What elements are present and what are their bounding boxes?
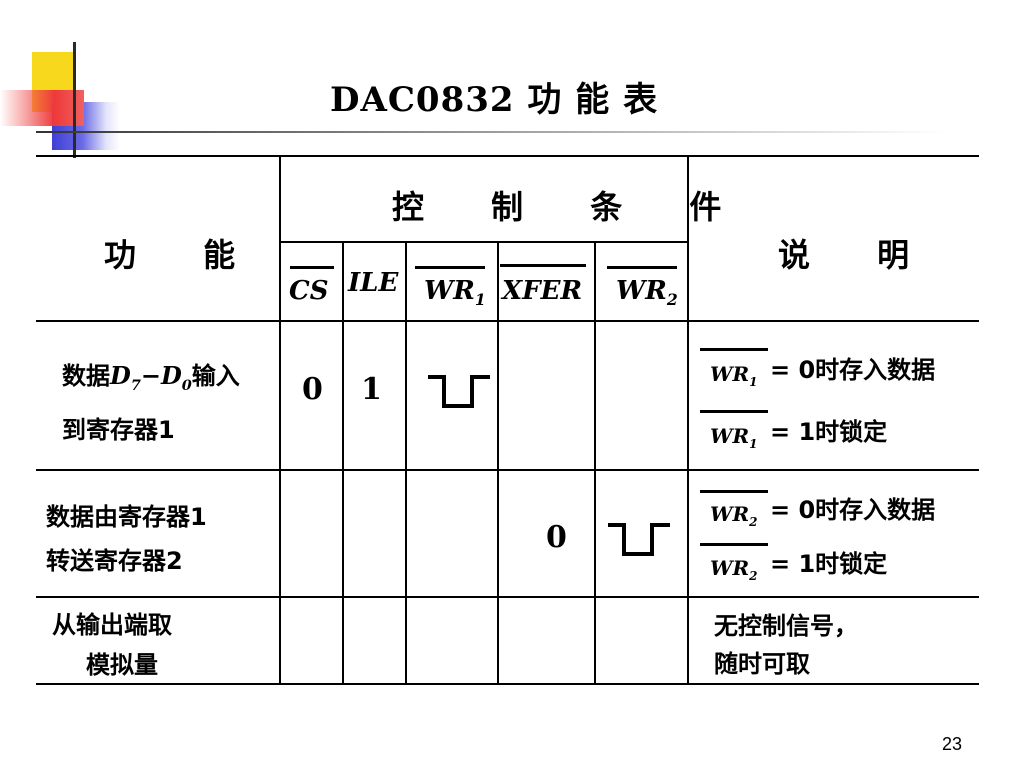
decor-horizontal-line [36, 131, 946, 133]
header-description: 说 明 [778, 236, 938, 274]
col-divider-wr1 [497, 241, 499, 684]
row2-note1-signal: WR2 [710, 502, 758, 529]
col-divider-function [279, 155, 281, 684]
col-divider-xfer [594, 241, 596, 684]
row2-note1-text: = 0时存入数据 [770, 496, 936, 524]
cs-overbar [290, 266, 334, 269]
row3-function: 从输出端取 模拟量 [52, 611, 172, 679]
row2-xfer-value: 0 [546, 520, 567, 555]
header-signal-wr1: WR1 [424, 276, 486, 310]
row1-wr1-pulse-icon [428, 375, 490, 408]
row1-bottom-border [36, 469, 979, 471]
row2-function: 数据由寄存器1 转送寄存器2 [46, 503, 207, 575]
header-signal-xfer: XFER [502, 276, 583, 306]
row1-note2-overbar [700, 410, 768, 413]
row2-note2-overbar [700, 543, 768, 546]
row1-ile-value: 1 [361, 372, 382, 407]
row2-note2-signal: WR2 [710, 556, 758, 583]
row1-function: 数据D7−D0输入 到寄存器1 [62, 361, 240, 444]
header-signal-wr2: WR2 [616, 276, 678, 310]
header-signal-cs: CS [289, 276, 329, 306]
header-signal-ile: ILE [348, 268, 399, 298]
row1-note1-text: = 0时存入数据 [770, 356, 936, 384]
wr2-overbar [607, 266, 677, 269]
header-control-conditions: 控 制 条 件 [392, 188, 750, 226]
header-bottom-border [36, 320, 979, 322]
control-header-divider [280, 241, 688, 243]
table-top-border [36, 155, 979, 157]
row1-cs-value: 0 [302, 372, 323, 407]
col-divider-cs [342, 241, 344, 684]
page-number: 23 [941, 734, 962, 754]
row1-note2-text: = 1时锁定 [770, 418, 888, 446]
decor-vertical-line [73, 42, 76, 158]
page-title: DAC0832 功 能 表 [330, 80, 659, 120]
row1-note1-overbar [700, 348, 768, 351]
header-function: 功 能 [104, 236, 264, 274]
row2-wr2-pulse-icon [608, 523, 670, 556]
row2-bottom-border [36, 596, 979, 598]
col-divider-ile [405, 241, 407, 684]
row2-note2-text: = 1时锁定 [770, 550, 888, 578]
row3-description: 无控制信号， 随时可取 [714, 612, 858, 678]
row1-note2-signal: WR1 [710, 424, 758, 451]
row1-note1-signal: WR1 [710, 362, 758, 389]
table-bottom-border [36, 683, 979, 685]
wr1-overbar [415, 266, 485, 269]
col-divider-control [687, 155, 689, 684]
xfer-overbar [500, 264, 586, 267]
decor-red-bar [0, 90, 84, 126]
row2-note1-overbar [700, 490, 768, 493]
